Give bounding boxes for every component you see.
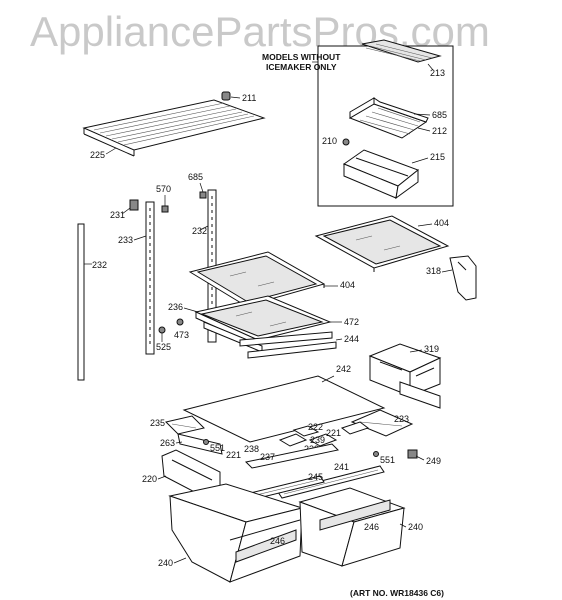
watermark: AppliancePartsPros.com (30, 8, 490, 55)
stop-473 (176, 318, 184, 326)
callout-221-left: 221 (226, 450, 241, 460)
callout-240-right: 240 (408, 522, 423, 532)
callout-220: 220 (142, 474, 157, 484)
rail-241 (277, 465, 385, 499)
ice-bucket-tray-part (348, 97, 429, 139)
callout-525: 525 (156, 342, 171, 352)
callout-239: 239 (310, 435, 325, 445)
callout-231: 231 (110, 210, 125, 220)
callout-249: 249 (426, 456, 441, 466)
callout-211: 211 (242, 93, 256, 103)
cover-frame-left (165, 415, 205, 435)
callout-240-left: 240 (158, 558, 173, 568)
callout-223: 223 (394, 414, 409, 424)
shelf-ladder-232-left (77, 223, 85, 381)
roller-249 (407, 449, 418, 459)
screw-551-left (203, 439, 209, 445)
callout-245: 245 (308, 472, 323, 482)
shelf-stop-211 (221, 91, 231, 101)
callout-551-right: 551 (380, 455, 395, 465)
callout-551-left: 551 (210, 443, 225, 453)
callout-244: 244 (344, 334, 359, 344)
callout-685-inset: 685 (432, 110, 447, 120)
ice-bin-part (342, 149, 420, 200)
callout-215: 215 (430, 152, 445, 162)
clip-231 (129, 199, 139, 211)
callout-213: 213 (430, 68, 445, 78)
cross-member-237 (244, 443, 340, 469)
callout-404-right: 404 (434, 218, 449, 228)
callout-685: 685 (188, 172, 203, 182)
center-supports (278, 421, 370, 447)
screw-551-right (373, 451, 379, 457)
screw-210 (342, 138, 350, 146)
callout-236: 236 (168, 302, 183, 312)
callout-246-left: 246 (270, 536, 285, 546)
callout-472: 472 (344, 317, 359, 327)
cover-frame-right (350, 409, 414, 437)
callout-237: 237 (260, 452, 275, 462)
screw-570 (161, 205, 169, 213)
callout-222: 222 (308, 422, 323, 432)
callout-570: 570 (156, 184, 171, 194)
glass-shelf-404-left (188, 251, 326, 310)
callout-246-right: 246 (364, 522, 379, 532)
crisper-drawer-right (298, 487, 406, 567)
inset-title-line2: ICEMAKER ONLY (266, 62, 337, 72)
callout-473: 473 (174, 330, 189, 340)
bracket-318 (449, 255, 477, 301)
callout-238-left: 238 (244, 444, 259, 454)
callout-210: 210 (322, 136, 337, 146)
screw-685 (199, 191, 207, 199)
wire-shelf-part (82, 99, 266, 157)
callout-232-right: 232 (192, 226, 207, 236)
callout-263: 263 (160, 438, 175, 448)
crisper-cover-glass (182, 375, 386, 443)
callout-235: 235 (150, 418, 165, 428)
shelf-ladder-233 (145, 201, 155, 355)
callout-319: 319 (424, 344, 439, 354)
ice-tray-part (361, 39, 442, 63)
crisper-drawer-left (168, 483, 304, 583)
glass-shelf-404-right (314, 215, 450, 272)
pan-support-319 (368, 343, 442, 409)
icemaker-inset: MODELS WITHOUT ICEMAKER ONLY 213 (262, 39, 454, 207)
callout-225: 225 (90, 150, 105, 160)
callout-232-left: 232 (92, 260, 107, 270)
callout-404-left: 404 (340, 280, 355, 290)
callout-242: 242 (336, 364, 351, 374)
callout-318: 318 (426, 266, 441, 276)
callout-233: 233 (118, 235, 133, 245)
callout-221-right: 221 (326, 428, 341, 438)
slide-shelf-assembly (194, 295, 337, 359)
callout-241: 241 (334, 462, 349, 472)
clip-525 (158, 326, 166, 334)
callout-212: 212 (432, 126, 447, 136)
art-number: (ART NO. WR18436 C6) (350, 588, 444, 598)
inset-title-line1: MODELS WITHOUT (262, 52, 341, 62)
